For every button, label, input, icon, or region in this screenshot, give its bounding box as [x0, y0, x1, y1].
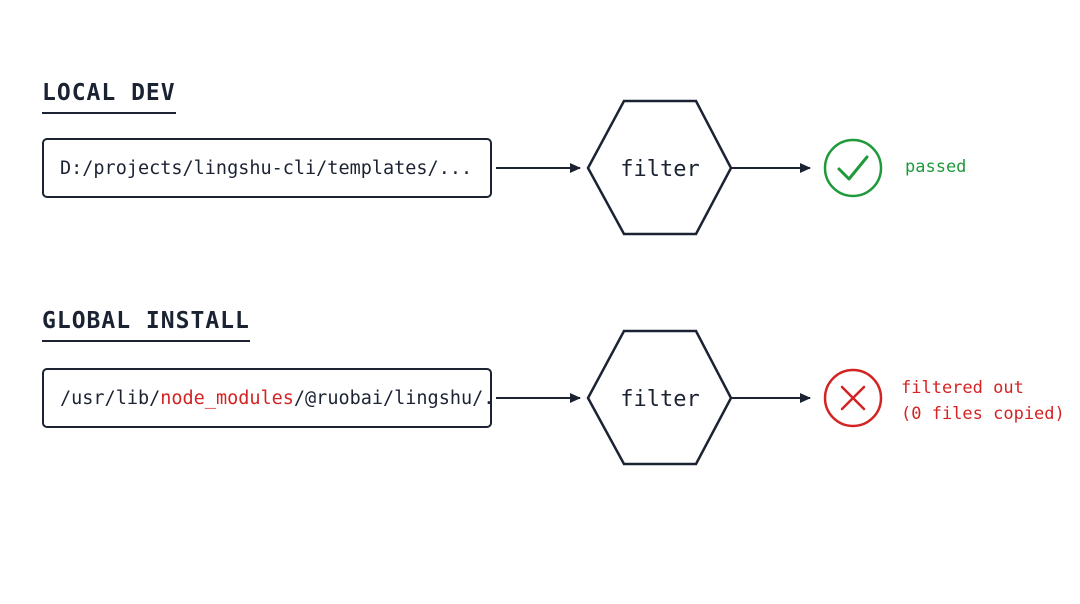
status-line: passed — [905, 157, 967, 177]
path-segment-highlight: node_modules — [160, 387, 294, 409]
status-line: filtered out — [901, 378, 1024, 398]
path-segment: /@ruobai/lingshu/... — [293, 387, 490, 409]
path-text: D:/projects/lingshu-cli/templates/... — [60, 157, 473, 179]
section-title-global-install: GLOBAL INSTALL — [42, 308, 250, 342]
section-title-local-dev: LOCAL DEV — [42, 80, 176, 114]
status-text-passed: passed — [905, 154, 966, 180]
path-box-global-install: /usr/lib/node_modules/@ruobai/lingshu/..… — [42, 368, 492, 428]
path-segment: /usr/lib/ — [60, 387, 161, 409]
x-circle-icon — [823, 368, 883, 428]
filter-label: filter — [620, 387, 699, 412]
status-text-filtered: filtered out (0 files copied) — [901, 375, 1065, 427]
filter-label: filter — [620, 157, 699, 182]
check-circle-icon — [823, 138, 883, 198]
status-line: (0 files copied) — [901, 404, 1065, 424]
path-box-local-dev: D:/projects/lingshu-cli/templates/... — [42, 138, 492, 198]
